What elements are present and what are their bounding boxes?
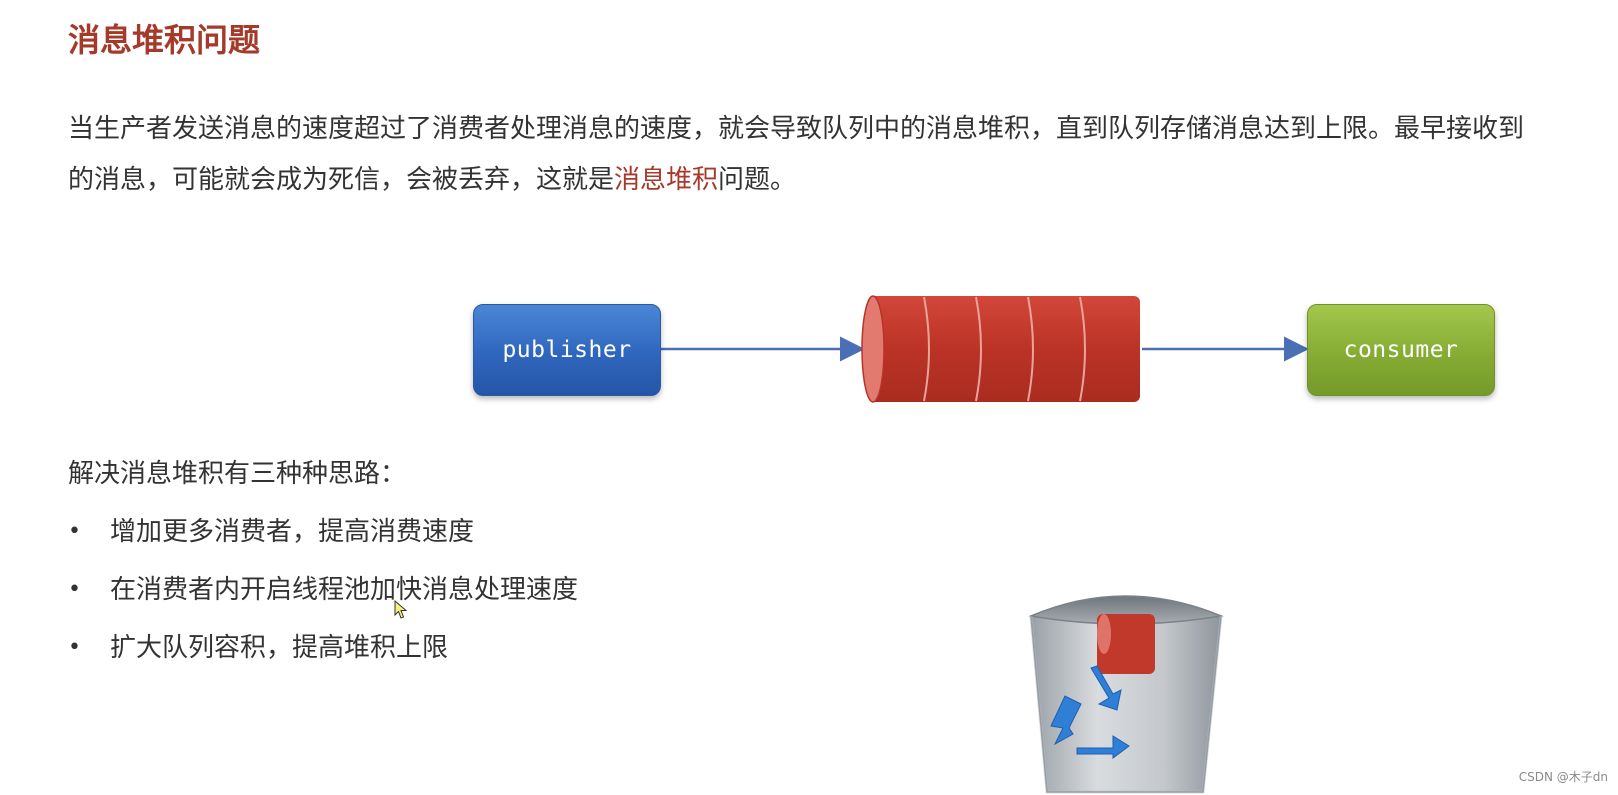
watermark: CSDN @木子dn <box>1518 770 1608 784</box>
description-text-part2: 问题。 <box>718 165 797 195</box>
recycle-bin-icon <box>1028 595 1224 794</box>
message-flow-diagram: publisher consumer <box>0 280 1618 410</box>
solution-item: 增加更多消费者，提高消费速度 <box>68 514 578 572</box>
description-highlight: 消息堆积 <box>614 165 719 195</box>
queue-cylinder-icon <box>861 295 1140 403</box>
description-paragraph: 当生产者发送消息的速度超过了消费者处理消息的速度，就会导致队列中的消息堆积，直到… <box>68 104 1548 206</box>
solution-item: 扩大队列容积，提高堆积上限 <box>68 630 578 688</box>
flow-arrows-and-queue <box>660 295 1309 403</box>
solutions-list: 增加更多消费者，提高消费速度 在消费者内开启线程池加快消息处理速度 扩大队列容积… <box>68 514 578 688</box>
consumer-node: consumer <box>1307 304 1495 396</box>
page-title: 消息堆积问题 <box>68 21 261 59</box>
description-text-part1: 当生产者发送消息的速度超过了消费者处理消息的速度，就会导致队列中的消息堆积，直到… <box>68 114 1525 195</box>
mouse-cursor-icon <box>394 600 408 619</box>
publisher-node: publisher <box>473 304 661 396</box>
solution-item: 在消费者内开启线程池加快消息处理速度 <box>68 572 578 630</box>
solutions-heading: 解决消息堆积有三种种思路： <box>68 459 407 489</box>
